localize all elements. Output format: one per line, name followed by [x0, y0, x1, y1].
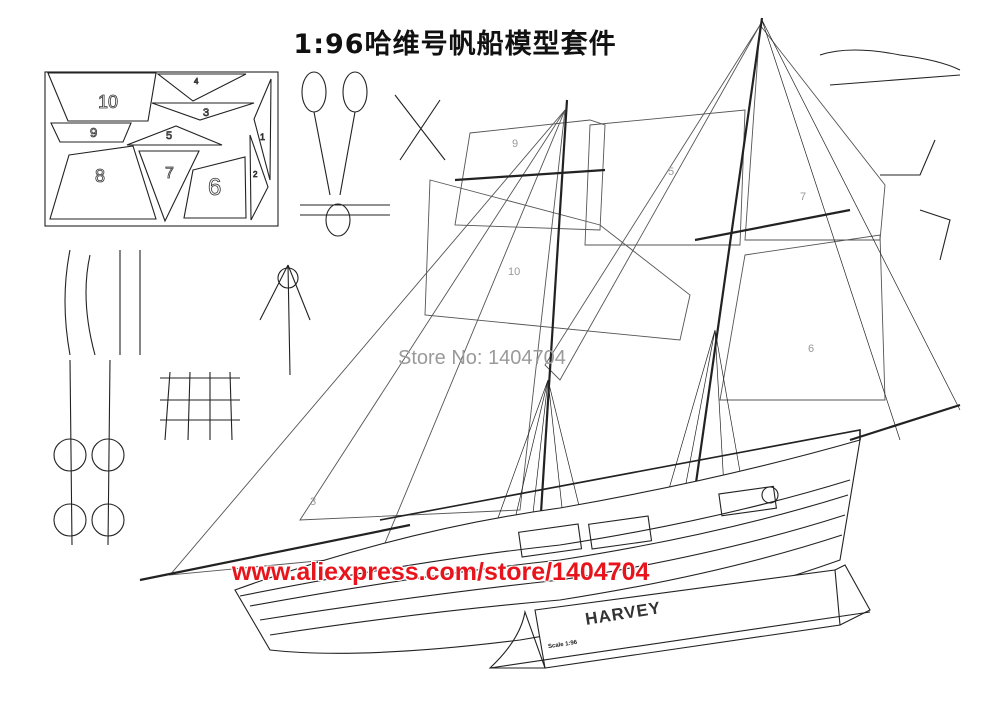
svg-text:3: 3 [203, 107, 209, 119]
svg-text:6: 6 [808, 343, 814, 355]
svg-text:9: 9 [90, 125, 97, 140]
svg-text:7: 7 [800, 191, 806, 203]
svg-text:9: 9 [512, 138, 518, 150]
svg-text:1: 1 [260, 132, 265, 142]
svg-text:5: 5 [668, 166, 674, 178]
page-title: 1:96哈维号帆船模型套件 [293, 29, 617, 60]
svg-text:8: 8 [95, 166, 105, 186]
svg-text:3: 3 [310, 496, 316, 508]
svg-text:6: 6 [208, 174, 221, 201]
svg-text:4: 4 [194, 77, 199, 86]
store-watermark: Store No: 1404704 [398, 347, 566, 369]
svg-text:5: 5 [166, 130, 172, 142]
svg-text:7: 7 [165, 165, 174, 182]
store-url: www.aliexpress.com/store/1404704 [232, 558, 650, 586]
svg-text:10: 10 [508, 266, 520, 278]
svg-text:2: 2 [253, 170, 258, 179]
display-stand [488, 564, 871, 669]
masts [139, 17, 961, 582]
svg-text:10: 10 [98, 92, 118, 112]
ship-sail-numbers: 9 10 5 7 6 3 [310, 138, 814, 508]
sail-parts-sheet [44, 71, 279, 227]
rigging-details [53, 49, 961, 546]
sail-part-numbers: 10 9 8 7 6 5 4 3 2 1 [90, 77, 266, 202]
shrouds [489, 19, 961, 541]
